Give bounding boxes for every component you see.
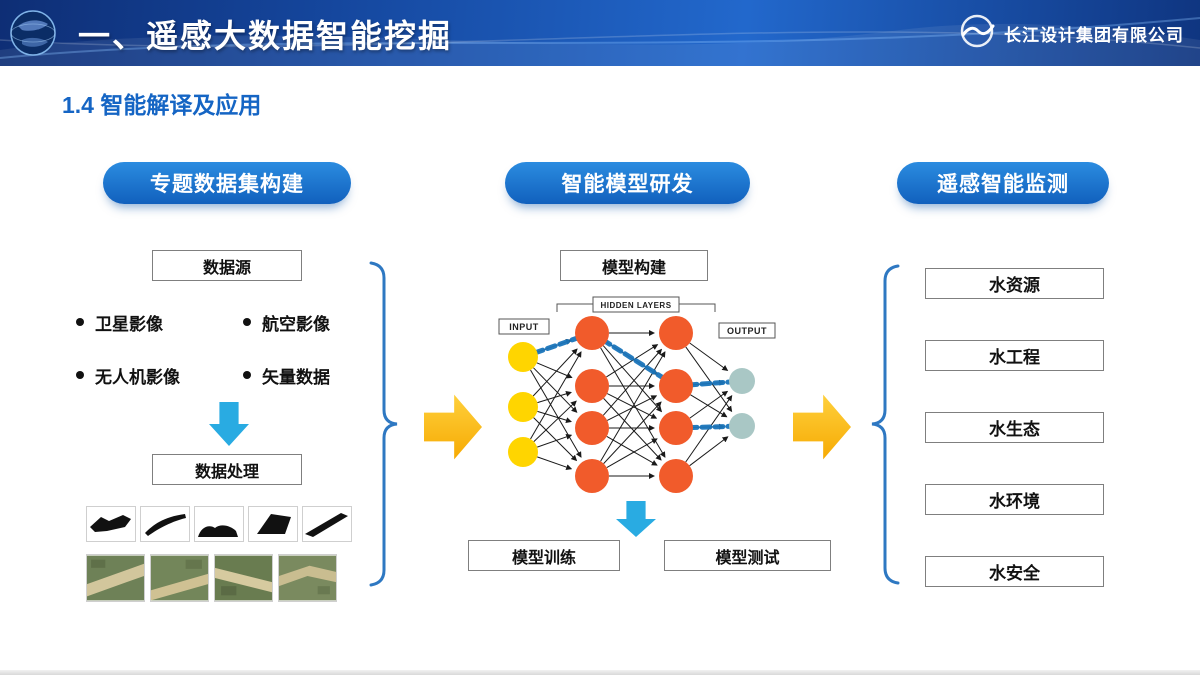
bullet-label: 卫星影像 [95,314,163,334]
bullet-dot [76,371,84,379]
monitor-item-water-environment: 水环境 [925,484,1104,515]
header-bar: 一、遥感大数据智能挖掘 长江设计集团有限公司 [0,0,1200,66]
down-arrow-icon [616,501,656,537]
hidden-bracket-right [679,303,716,312]
model-build-box: 模型构建 [560,250,708,281]
output-label-box [718,322,776,339]
mask-thumbnail [302,506,352,542]
right-brace [871,264,900,585]
down-arrow-icon [209,402,249,446]
nn-connections [530,330,733,479]
left-brace [369,261,398,587]
output-label: OUTPUT [727,326,767,336]
mask-thumbnail [248,506,298,542]
bullet-vector-data: 矢量数据 [243,363,330,387]
neural-network-diagram: HIDDEN LAYERS INPUT OUTPUT [498,296,776,493]
aerial-thumbnail [150,554,209,602]
aerial-thumbnail [214,554,273,602]
globe-icon [8,8,58,58]
input-label: INPUT [509,322,539,332]
model-train-box: 模型训练 [468,540,620,571]
hidden-bracket-left [556,303,593,312]
pill-dataset-construction: 专题数据集构建 [103,162,351,204]
right-arrow-icon [793,394,851,460]
monitor-item-water-ecology: 水生态 [925,412,1104,443]
nn-nodes [508,316,755,493]
mask-thumbnail [86,506,136,542]
bullet-label: 航空影像 [262,314,330,334]
data-source-box: 数据源 [152,250,302,281]
right-arrow-icon [424,394,482,460]
aerial-thumbnail [86,554,145,602]
bullet-uav-imagery: 无人机影像 [76,363,180,387]
company-name: 长江设计集团有限公司 [1004,25,1184,45]
bullet-dot [76,318,84,326]
hidden-layers-label: HIDDEN LAYERS [600,301,671,310]
bullet-label: 无人机影像 [95,367,180,387]
monitor-item-water-engineering: 水工程 [925,340,1104,371]
bottom-edge-strip [0,670,1200,675]
bullet-aerial-imagery: 航空影像 [243,310,330,334]
hidden-label-box [592,296,680,313]
input-label-box [498,318,550,335]
bullet-dot [243,318,251,326]
section-subtitle: 1.4 智能解译及应用 [62,92,262,118]
bullet-dot [243,371,251,379]
company-logo-icon [958,12,996,55]
pill-model-development: 智能模型研发 [505,162,750,204]
monitor-item-water-resources: 水资源 [925,268,1104,299]
monitor-item-water-safety: 水安全 [925,556,1104,587]
bullet-satellite-imagery: 卫星影像 [76,310,163,334]
aerial-thumbnail-row [86,554,337,602]
mask-thumbnail [194,506,244,542]
company-brand: 长江设计集团有限公司 [958,0,1184,66]
header-wave-decoration [0,17,1200,66]
mask-thumbnail-row [86,506,352,542]
pill-intelligent-monitoring: 遥感智能监测 [897,162,1109,204]
mask-thumbnail [140,506,190,542]
aerial-thumbnail [278,554,337,602]
model-test-box: 模型测试 [664,540,831,571]
data-process-box: 数据处理 [152,454,302,485]
page-title: 一、遥感大数据智能挖掘 [78,18,453,54]
bullet-label: 矢量数据 [262,367,330,387]
